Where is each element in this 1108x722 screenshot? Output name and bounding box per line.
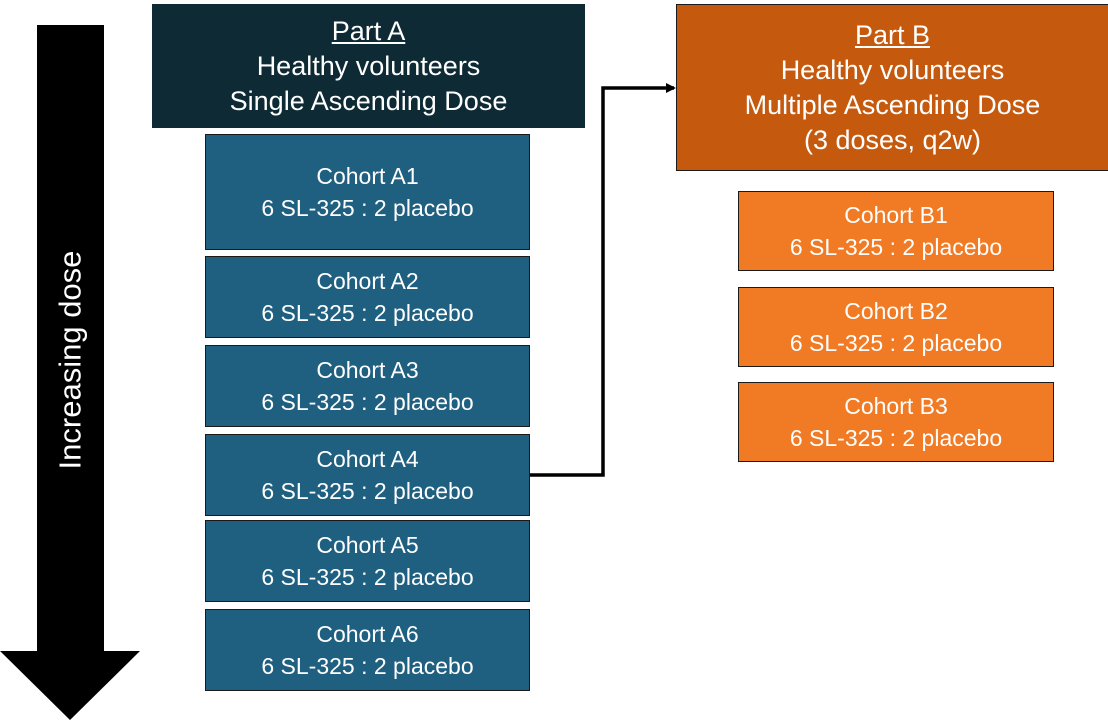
part-a-header: Part A Healthy volunteers Single Ascendi… [152,4,585,128]
cohort-a3-box: Cohort A3 6 SL-325 : 2 placebo [205,345,530,427]
cohort-b3-box: Cohort B3 6 SL-325 : 2 placebo [738,382,1054,462]
cohort-name: Cohort A3 [316,357,419,383]
cohort-ratio: 6 SL-325 : 2 placebo [261,478,474,504]
part-a-title: Part A [331,15,406,46]
part-b-design: Multiple Ascending Dose [744,89,1041,120]
cohort-a5-box: Cohort A5 6 SL-325 : 2 placebo [205,520,530,602]
cohort-ratio: 6 SL-325 : 2 placebo [261,300,474,326]
cohort-name: Cohort A4 [316,446,419,472]
cohort-name: Cohort A1 [316,163,419,189]
cohort-ratio: 6 SL-325 : 2 placebo [789,234,1003,260]
cohort-a1-box: Cohort A1 6 SL-325 : 2 placebo [205,134,530,250]
cohort-ratio: 6 SL-325 : 2 placebo [261,564,474,590]
part-b-title: Part B [854,19,931,50]
part-b-header: Part B Healthy volunteers Multiple Ascen… [676,4,1108,171]
cohort-a4-box: Cohort A4 6 SL-325 : 2 placebo [205,434,530,516]
increasing-dose-arrow [0,25,140,720]
cohort-name: Cohort B3 [844,393,948,419]
cohort-a6-box: Cohort A6 6 SL-325 : 2 placebo [205,609,530,691]
cohort-b1-box: Cohort B1 6 SL-325 : 2 placebo [738,191,1054,271]
cohort-name: Cohort A5 [316,532,419,558]
part-b-population: Healthy volunteers [780,54,1005,85]
part-a-population: Healthy volunteers [256,50,481,81]
cohort-ratio: 6 SL-325 : 2 placebo [261,195,474,221]
cohort-ratio: 6 SL-325 : 2 placebo [261,653,474,679]
cohort-ratio: 6 SL-325 : 2 placebo [789,330,1003,356]
cohort-name: Cohort B2 [844,298,948,324]
cohort-name: Cohort A6 [316,621,419,647]
cohort-ratio: 6 SL-325 : 2 placebo [261,389,474,415]
part-a-design: Single Ascending Dose [229,85,508,116]
cohort-b2-box: Cohort B2 6 SL-325 : 2 placebo [738,287,1054,367]
cohort-name: Cohort B1 [844,202,948,228]
cohort-name: Cohort A2 [316,268,419,294]
cohort-a2-box: Cohort A2 6 SL-325 : 2 placebo [205,256,530,338]
connector-line [530,83,676,477]
cohort-ratio: 6 SL-325 : 2 placebo [789,425,1003,451]
dose-arrow-shape [0,25,140,720]
part-b-regimen: (3 doses, q2w) [803,124,982,155]
increasing-dose-label: Increasing dose [52,250,88,470]
